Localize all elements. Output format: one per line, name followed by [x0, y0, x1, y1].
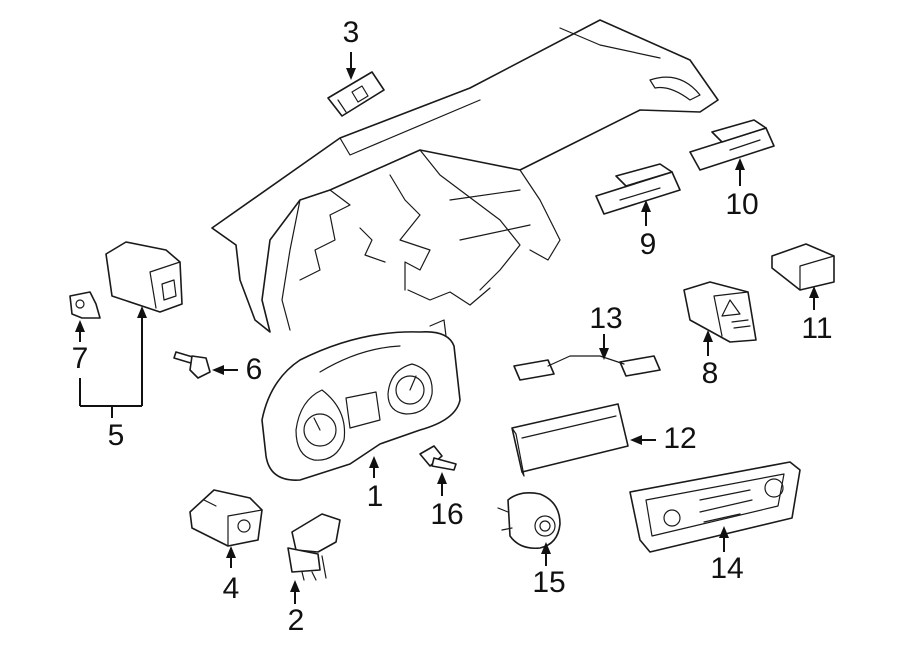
leader-5 — [79, 306, 147, 418]
callout-6: 6 — [246, 353, 263, 386]
part-9-switch — [595, 163, 681, 215]
callout-2: 2 — [288, 604, 305, 637]
callout-5: 5 — [108, 419, 125, 452]
callout-12: 12 — [663, 422, 696, 455]
callout-11: 11 — [801, 312, 832, 345]
leader-12 — [630, 435, 656, 445]
callout-4: 4 — [223, 572, 240, 605]
callout-1: 1 — [367, 480, 384, 513]
leader-9 — [641, 200, 651, 226]
callout-15: 15 — [532, 566, 565, 599]
part-1-instrument-cluster — [261, 319, 461, 481]
callout-14: 14 — [710, 552, 743, 585]
part-11-switch — [771, 243, 835, 291]
callout-13: 13 — [589, 302, 622, 335]
part-8-hazard-switch — [683, 281, 757, 343]
leader-8 — [703, 330, 713, 356]
callout-10: 10 — [725, 188, 758, 221]
leader-3 — [346, 52, 356, 80]
leader-6 — [212, 365, 238, 375]
leader-15 — [541, 542, 551, 566]
leader-1 — [369, 456, 379, 478]
callout-8: 8 — [702, 357, 719, 390]
part-14-climate-control — [629, 461, 801, 553]
leader-13 — [599, 334, 609, 360]
part-4-switch-module — [189, 489, 263, 547]
instrument-panel-frame — [211, 19, 719, 333]
part-10-switch — [689, 119, 775, 171]
leader-11 — [809, 286, 819, 310]
part-15-rotary-switch — [497, 492, 561, 550]
leader-14 — [719, 526, 729, 552]
leader-7 — [75, 320, 85, 342]
part-12-display — [511, 403, 629, 477]
part-7-bracket — [69, 291, 101, 319]
callout-16: 16 — [430, 498, 463, 531]
leader-2 — [290, 580, 300, 604]
part-13-harness — [513, 355, 661, 381]
callout-3: 3 — [343, 16, 360, 49]
leader-16 — [437, 472, 447, 496]
part-6-bolt — [173, 351, 211, 379]
part-3-switch — [327, 71, 385, 117]
leader-4 — [226, 546, 236, 568]
callout-9: 9 — [640, 228, 657, 261]
part-2-sensor — [287, 513, 341, 581]
part-5-headlamp-switch — [105, 241, 183, 313]
part-16-screw — [419, 445, 457, 471]
callout-7: 7 — [72, 342, 89, 375]
leader-10 — [735, 158, 745, 186]
